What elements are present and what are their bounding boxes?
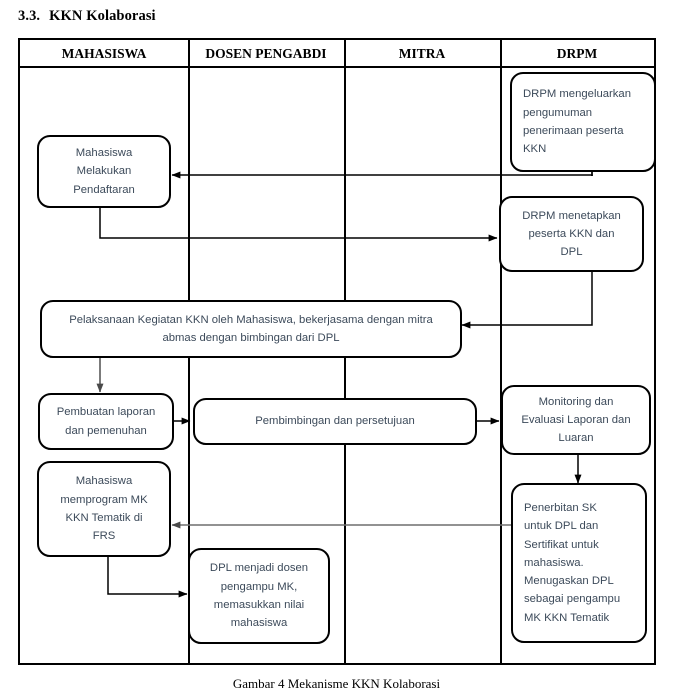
node-pelaksanaan-kkn[interactable]: Pelaksanaan Kegiatan KKN oleh Mahasiswa,… <box>40 300 462 358</box>
node-pembimbingan-label: Pembimbingan dan persetujuan <box>255 415 415 428</box>
node-drpm-pengumuman[interactable]: DRPM mengeluarkan pengumuman penerimaan … <box>510 72 656 172</box>
node-pembimbingan[interactable]: Pembimbingan dan persetujuan <box>193 398 477 445</box>
figure-caption: Gambar 4 Mekanisme KKN Kolaborasi <box>232 676 441 689</box>
node-mahasiswa-pendaftaran[interactable]: Mahasiswa Melakukan Pendaftaran <box>37 135 171 208</box>
node-mahasiswa-memprogram-label: Mahasiswa memprogram MK KKN Tematik di F… <box>60 475 148 543</box>
lane-header-mahasiswa: MAHASISWA <box>61 46 147 61</box>
node-drpm-pengumuman-label: DRPM mengeluarkan pengumuman penerimaan … <box>523 88 631 156</box>
node-penerbitan-sk-label: Penerbitan SK untuk DPL dan Sertifikat u… <box>524 501 621 624</box>
swimlane-header-row: MAHASISWA DOSEN PENGABDI MITRA DRPM <box>20 40 654 68</box>
node-pembuatan-laporan-label: Pembuatan laporan dan pemenuhan <box>56 406 156 437</box>
lane-divider-3 <box>500 40 502 663</box>
node-mahasiswa-pendaftaran-label: Mahasiswa Melakukan Pendaftaran <box>73 147 135 196</box>
section-heading: 3.3. KKN Kolaborasi <box>18 8 156 25</box>
node-pelaksanaan-kkn-label: Pelaksanaan Kegiatan KKN oleh Mahasiswa,… <box>69 313 433 344</box>
node-monitoring-evaluasi[interactable]: Monitoring dan Evaluasi Laporan dan Luar… <box>501 385 651 455</box>
lane-header-drpm: DRPM <box>556 46 598 61</box>
node-dpl-dosen-pengampu-label: DPL menjadi dosen pengampu MK, memasukka… <box>209 562 309 630</box>
node-mahasiswa-memprogram[interactable]: Mahasiswa memprogram MK KKN Tematik di F… <box>37 461 171 557</box>
node-monitoring-evaluasi-label: Monitoring dan Evaluasi Laporan dan Luar… <box>521 395 631 445</box>
node-dpl-dosen-pengampu[interactable]: DPL menjadi dosen pengampu MK, memasukka… <box>188 548 330 644</box>
node-penerbitan-sk[interactable]: Penerbitan SK untuk DPL dan Sertifikat u… <box>511 483 647 643</box>
node-drpm-menetapkan[interactable]: DRPM menetapkan peserta KKN dan DPL <box>499 196 644 272</box>
lane-header-mitra: MITRA <box>398 46 446 61</box>
section-number: 3.3. <box>18 8 41 24</box>
section-title: KKN Kolaborasi <box>49 8 156 24</box>
lane-header-dosen-pengabdi: DOSEN PENGABDI <box>205 46 327 61</box>
node-pembuatan-laporan[interactable]: Pembuatan laporan dan pemenuhan <box>38 393 174 450</box>
node-drpm-menetapkan-label: DRPM menetapkan peserta KKN dan DPL <box>522 209 621 259</box>
